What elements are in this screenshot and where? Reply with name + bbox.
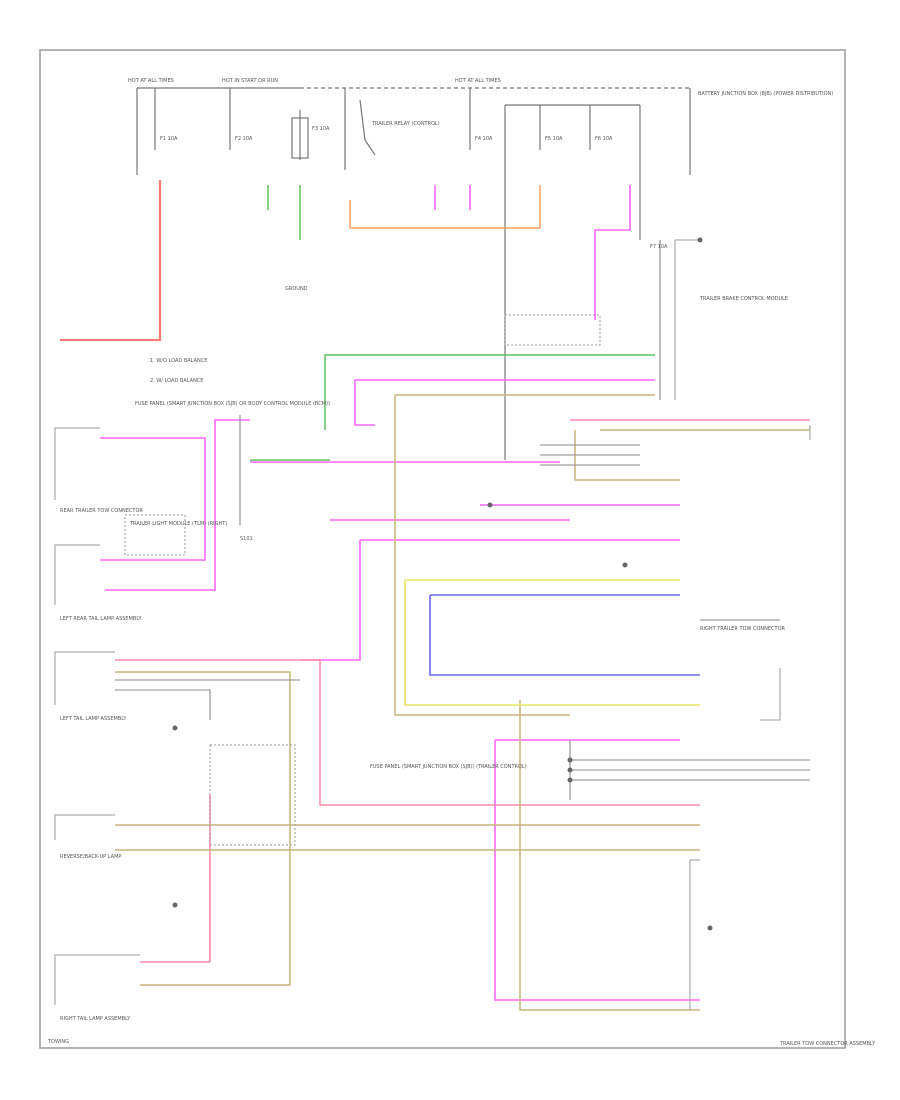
ground-label: GROUND bbox=[285, 286, 308, 292]
left-fuse-panel-label: FUSE PANEL (SMART JUNCTION BOX (SJB) OR … bbox=[135, 401, 330, 407]
wire-blue bbox=[429, 594, 700, 676]
component-labels: 1. W/O LOAD BALANCE 2. W/ LOAD BALANCE F… bbox=[47, 286, 876, 1047]
wire-orange bbox=[349, 185, 541, 229]
fuse-label-6: F6 10A bbox=[595, 136, 613, 142]
legend-item-1: 1. W/O LOAD BALANCE bbox=[150, 358, 207, 364]
left-tail-lamp-label: LEFT TAIL LAMP ASSEMBLY bbox=[60, 716, 127, 722]
left-rear-lamp-label: LEFT REAR TAIL LAMP ASSEMBLY bbox=[60, 616, 142, 622]
splice-dots bbox=[172, 237, 713, 931]
wire-yellow bbox=[404, 579, 700, 706]
wire-tan bbox=[115, 394, 810, 1011]
right-tail-label: RIGHT TRAILER TOW CONNECTOR bbox=[700, 626, 786, 632]
fuse-label-mid: HOT IN START OR RUN bbox=[222, 78, 278, 84]
fuse-label-5: F5 10A bbox=[545, 136, 563, 142]
fuse-label-left: HOT AT ALL TIMES bbox=[128, 78, 174, 84]
wire-gray bbox=[115, 240, 810, 800]
wire-magenta bbox=[100, 185, 700, 1001]
bjb-label: BATTERY JUNCTION BOX (BJB) (POWER DISTRI… bbox=[698, 91, 833, 97]
wire-green bbox=[250, 185, 655, 461]
top-power-rail bbox=[136, 87, 691, 175]
right-module-label: TRAILER BRAKE CONTROL MODULE bbox=[699, 296, 788, 302]
right-bottom-label: TRAILER TOW CONNECTOR ASSEMBLY bbox=[779, 1041, 876, 1047]
fuse-label-4: F4 10A bbox=[475, 136, 493, 142]
page-tag: TOWING bbox=[47, 1039, 69, 1045]
fuse-label-right: HOT AT ALL TIMES bbox=[455, 78, 501, 84]
reverse-lamp-label: REVERSE/BACK-UP LAMP bbox=[60, 854, 121, 860]
connector-blocks bbox=[54, 239, 811, 1010]
wire-red bbox=[60, 180, 162, 342]
diagram-frame bbox=[39, 49, 846, 1049]
rear-module-label: REAR TRAILER TOW CONNECTOR bbox=[60, 508, 143, 514]
fuse-label-2: F2 10A bbox=[235, 136, 253, 142]
fuse-label-7: F7 10A bbox=[650, 244, 668, 250]
splice-label: S101 bbox=[240, 536, 253, 542]
legend-item-2: 2. W/ LOAD BALANCE bbox=[150, 378, 203, 384]
fuse-label-row: HOT AT ALL TIMES HOT IN START OR RUN HOT… bbox=[128, 78, 833, 250]
fuse-label-3: F3 10A bbox=[312, 126, 330, 132]
trailer-light-module-label: TRAILER LIGHT MODULE (TLM) (RIGHT) bbox=[129, 521, 227, 527]
wire-pink bbox=[115, 419, 810, 963]
relay-label: TRAILER RELAY (CONTROL) bbox=[371, 121, 440, 127]
fuse-group bbox=[154, 88, 641, 460]
fuse-label-1: F1 10A bbox=[160, 136, 178, 142]
center-module-label: FUSE PANEL (SMART JUNCTION BOX (SJB)) (T… bbox=[370, 764, 527, 770]
right-tail-lamp-label: RIGHT TAIL LAMP ASSEMBLY bbox=[60, 1016, 131, 1022]
